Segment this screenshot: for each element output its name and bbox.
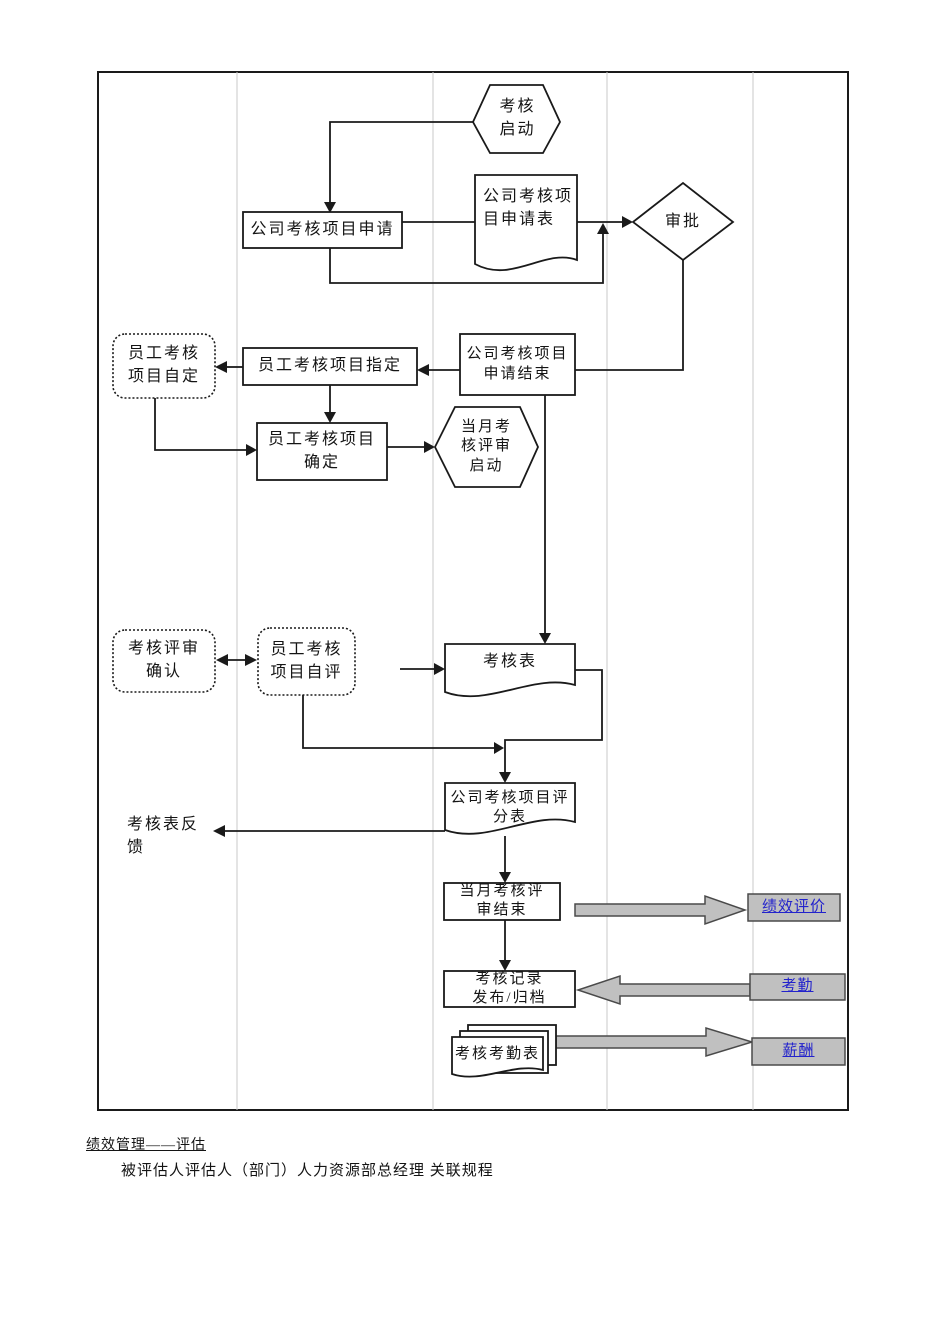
record-publish-box — [443, 970, 576, 1008]
arrowhead — [216, 654, 228, 666]
block-arrow-to-perf-eval — [574, 894, 748, 926]
record-publish-label: 考核记录 发布/归档 — [472, 970, 547, 1007]
attendance-form-document — [451, 1036, 544, 1078]
attendance-link[interactable]: 考勤 — [781, 978, 814, 995]
arrowhead — [499, 960, 511, 971]
start-hexagon — [471, 84, 562, 154]
assess-form-document — [444, 643, 576, 698]
arrowhead — [499, 772, 511, 783]
connector-self-eval-to-junction — [302, 695, 495, 749]
connector-approve-to-apply-end — [575, 260, 684, 371]
company-apply-label: 公司考核项目申请 — [250, 220, 395, 238]
connector-assess-to-score-form — [504, 669, 603, 772]
emp-assign-label: 员工考核项目指定 — [257, 357, 402, 375]
company-apply-end-box — [459, 333, 576, 396]
emp-confirm-box — [256, 422, 388, 481]
arrowhead — [215, 361, 227, 373]
emp-assign-box — [242, 347, 418, 386]
review-confirm-box — [112, 629, 216, 693]
month-review-end-label: 当月考核评 审结束 — [459, 882, 545, 919]
company-apply-form-label: 公司考核项 目申请表 — [483, 188, 574, 228]
footer-title: 绩效管理——评估 — [86, 1138, 206, 1153]
arrowhead — [324, 412, 336, 423]
arrowhead — [213, 825, 225, 837]
block-arrow-from-attendance — [575, 974, 751, 1006]
attendance-button[interactable] — [749, 973, 846, 1001]
month-review-end-box — [443, 882, 561, 921]
arrowhead — [622, 216, 633, 228]
arrowhead — [245, 654, 257, 666]
arrowhead — [417, 364, 429, 376]
arrowhead — [324, 202, 336, 213]
perf-eval-button[interactable] — [747, 893, 841, 922]
arrowhead — [494, 742, 504, 754]
score-form-document — [444, 782, 576, 835]
emp-confirm-label: 员工考核项目 确定 — [267, 430, 376, 471]
attendance-form-label: 考核考勤表 — [454, 1046, 540, 1063]
connector-apply-loop-up — [329, 232, 604, 284]
score-form-label: 公司考核项目评 分表 — [450, 789, 570, 826]
block-arrow-to-salary — [555, 1026, 755, 1058]
footer-subtitle: 被评估人评估人（部门）人力资源部总经理 关联规程 — [121, 1163, 494, 1179]
start-hexagon-label: 考核 启动 — [499, 98, 536, 138]
emp-self-define-box — [112, 333, 216, 399]
review-confirm-label: 考核评审 确认 — [127, 640, 200, 680]
emp-self-eval-box — [257, 627, 356, 696]
emp-self-eval-label: 员工考核 项目自评 — [270, 640, 343, 681]
connector-start-to-apply — [329, 121, 473, 206]
emp-self-define-label: 员工考核 项目自定 — [127, 345, 200, 385]
company-apply-form-document — [474, 174, 578, 272]
company-apply-box — [242, 211, 403, 249]
diagram-frame — [97, 71, 849, 1111]
arrowhead — [434, 663, 445, 675]
arrowhead — [499, 872, 511, 883]
approve-diamond — [631, 181, 735, 262]
arrowhead — [539, 633, 551, 644]
form-feedback-label: 考核表反 馈 — [127, 816, 200, 856]
salary-link[interactable]: 薪酬 — [782, 1042, 815, 1059]
salary-button[interactable] — [751, 1037, 846, 1066]
approve-label: 审批 — [664, 212, 701, 230]
arrowhead — [597, 223, 609, 234]
month-review-start-label: 当月考 核评审 启动 — [460, 418, 512, 474]
arrowhead — [246, 444, 257, 456]
connector-self-define-to-confirm — [154, 398, 250, 451]
assess-form-label: 考核表 — [482, 652, 537, 670]
arrowhead — [424, 441, 435, 453]
perf-eval-link[interactable]: 绩效评价 — [761, 898, 826, 915]
company-apply-end-label: 公司考核项目 申请结束 — [466, 346, 569, 382]
month-review-start-hexagon — [433, 406, 539, 488]
